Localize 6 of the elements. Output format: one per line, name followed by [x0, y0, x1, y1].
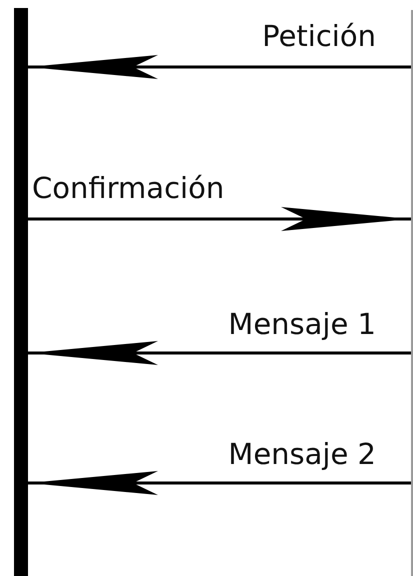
arrow	[28, 471, 411, 495]
lifeline	[411, 10, 413, 576]
arrow	[28, 207, 411, 231]
arrow	[28, 55, 411, 79]
arrow	[28, 341, 411, 365]
lifeline-bar	[14, 8, 28, 576]
